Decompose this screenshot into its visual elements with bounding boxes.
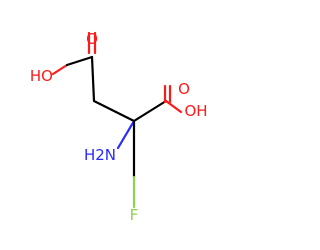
right-carboxyl-bond	[132, 99, 168, 123]
molecule-structure: HO O O OH H2N F	[30, 30, 208, 224]
hydroxyl-label-right: OH	[184, 102, 207, 120]
amine-bond	[116, 119, 136, 150]
amine-label: H2N	[84, 146, 116, 164]
hydroxyl-label-top: HO	[30, 67, 53, 85]
molecule-canvas: HO O O OH H2N F	[29, 30, 208, 224]
oxygen-label-top: O	[86, 30, 98, 48]
right-hydroxyl-bond	[164, 99, 183, 114]
top-hydroxyl-bond	[51, 63, 69, 76]
fluorine-label: F	[130, 206, 139, 224]
oxygen-label-right: O	[178, 80, 190, 98]
chain-bond-upper	[90, 55, 96, 103]
top-carboxyl-bond	[65, 55, 94, 67]
chain-bond-middle	[92, 99, 136, 123]
